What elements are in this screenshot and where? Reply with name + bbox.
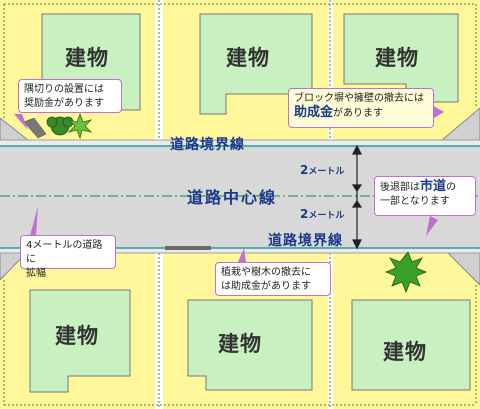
setback-bottom <box>0 248 480 253</box>
callout-emphasis: 助成金 <box>294 105 334 120</box>
callout-emphasis: 市道 <box>420 179 447 194</box>
callout-block-wall: ブロック塀や擁壁の撤去には 助成金があります <box>288 88 434 128</box>
callout-text: 拡幅 <box>26 268 46 279</box>
shrub-icon <box>67 112 93 140</box>
building-shape-5 <box>187 299 313 391</box>
pointer-planting <box>238 248 246 262</box>
callout-text: 奨励金があります <box>24 98 104 109</box>
distance-label-bottom: 2メートル <box>300 207 344 221</box>
building-shape-4 <box>29 289 131 393</box>
building-label: 建物 <box>383 340 427 364</box>
callout-text: 4メートルの道路に <box>26 240 103 265</box>
callout-widen: 4メートルの道路に 拡幅 <box>20 235 116 279</box>
callout-text: 一部となります <box>380 196 450 207</box>
width-arrow <box>351 144 363 250</box>
pointer-setback <box>426 216 438 236</box>
tree-icon <box>384 251 428 294</box>
setback-top <box>0 140 480 146</box>
distance-label-top: 2メートル <box>300 163 344 177</box>
distance-number: 2 <box>300 207 309 221</box>
building-label: 建物 <box>226 46 270 70</box>
building-label: 建物 <box>65 46 109 70</box>
callout-text: ブロック塀や擁壁の撤去には <box>294 93 424 104</box>
building-label: 建物 <box>55 324 99 348</box>
callout-text: 隅切りの設置には <box>24 84 104 95</box>
pointer-widen <box>30 206 38 236</box>
distance-unit: メートル <box>308 167 345 177</box>
shrub-icon <box>46 116 74 136</box>
distance-unit: メートル <box>308 211 345 221</box>
road-center-label: 道路中心線 <box>187 188 278 207</box>
distance-number: 2 <box>300 163 309 177</box>
callout-text: があります <box>333 108 384 119</box>
callout-text: 後退部は市道の <box>380 180 470 195</box>
building-label: 建物 <box>375 46 419 70</box>
road-boundary-label-top: 道路境界線 <box>170 137 245 153</box>
callout-corner-cut: 隅切りの設置には 奨励金があります <box>18 79 122 113</box>
pointer-corner <box>14 114 28 130</box>
callout-text: 助成金があります <box>294 106 428 121</box>
callout-text: 植栽や樹木の撤去に <box>221 267 311 278</box>
callout-text: の <box>446 182 457 193</box>
building-shape-2 <box>199 13 313 115</box>
callout-setback: 後退部は市道の 一部となります <box>374 176 476 216</box>
callout-text: 後退部は <box>380 182 420 193</box>
callout-planting: 植栽や樹木の撤去に は助成金があります <box>215 262 331 296</box>
building-shape-6 <box>351 299 471 391</box>
block-wall <box>165 246 211 250</box>
corner-wall <box>23 117 47 139</box>
building-label: 建物 <box>218 332 262 356</box>
road-boundary-label-bottom: 道路境界線 <box>268 233 343 249</box>
callout-text: は助成金があります <box>221 281 311 292</box>
